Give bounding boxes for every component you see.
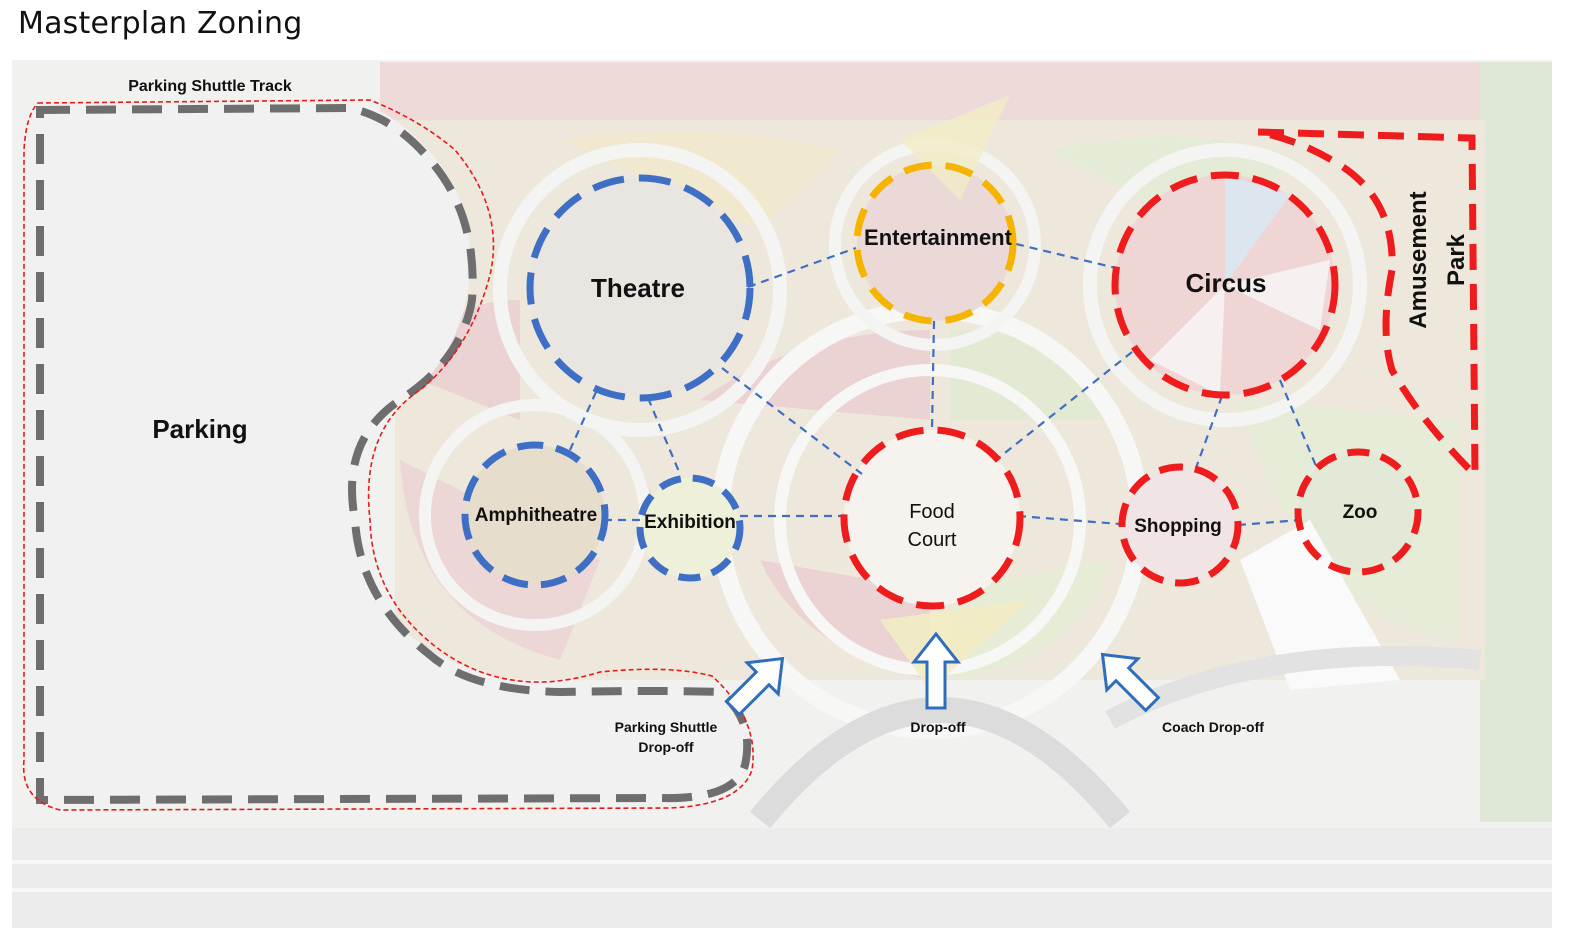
page-title: Masterplan Zoning (18, 6, 303, 41)
entertainment-label: Entertainment (864, 225, 1013, 250)
link-theatre-entertainment (747, 246, 857, 289)
amusement-park-boundary (1257, 128, 1479, 484)
zone-connections (568, 242, 1318, 527)
parking-shuttle-arrow-icon (724, 656, 785, 717)
shopping-label: Shopping (1134, 516, 1222, 537)
link-circus-foodcourt (995, 351, 1133, 461)
coach-dropoff-arrow-icon (1100, 652, 1161, 713)
arrow-icons (724, 631, 1161, 717)
food-court-label-line1: Food (909, 501, 955, 523)
link-theatre-foodcourt (721, 367, 863, 475)
zoo-zone[interactable] (1294, 448, 1422, 576)
link-foodcourt-shopping (1017, 514, 1121, 526)
theatre-label: Theatre (591, 273, 685, 303)
link-entertainment-circus (1015, 242, 1117, 270)
parking-shuttle-track (22, 99, 754, 811)
circus-label: Circus (1186, 268, 1267, 298)
zoo-label: Zoo (1343, 502, 1378, 523)
coach-dropoff-label: Coach Drop-off (1162, 719, 1264, 735)
parking-boundary (36, 103, 752, 805)
link-circus-shopping (1194, 395, 1224, 469)
entertainment-zone[interactable] (853, 161, 1017, 325)
site-background (12, 60, 1552, 928)
parking-shuttle-track-label: Parking Shuttle Track (128, 78, 292, 95)
circus-zone[interactable] (1111, 171, 1339, 399)
amphitheatre-label: Amphitheatre (475, 505, 597, 526)
parking-shuttle-dropoff-label-line1: Parking Shuttle (615, 719, 718, 735)
amusement-park-label-line2: Park (1443, 233, 1470, 286)
link-theatre-amphitheatre (568, 391, 598, 451)
parking-label: Parking (152, 414, 247, 444)
dropoff-label: Drop-off (910, 719, 966, 735)
link-shopping-zoo (1237, 518, 1301, 527)
shopping-zone[interactable] (1118, 463, 1242, 587)
exhibition-zone[interactable] (636, 474, 744, 582)
link-circus-zoo (1278, 379, 1318, 467)
parking-shuttle-dropoff-label-line2: Drop-off (638, 739, 694, 755)
dropoff-arrow-icon (910, 631, 962, 710)
food-court-zone[interactable] (840, 426, 1024, 610)
food-court-label-line2: Court (908, 529, 957, 551)
link-entertainment-foodcourt (930, 320, 936, 431)
exhibition-label: Exhibition (644, 512, 736, 533)
amusement-park-label-line1: Amusement (1405, 191, 1432, 328)
amphitheatre-zone[interactable] (461, 441, 609, 589)
theatre-zone[interactable] (526, 174, 754, 402)
